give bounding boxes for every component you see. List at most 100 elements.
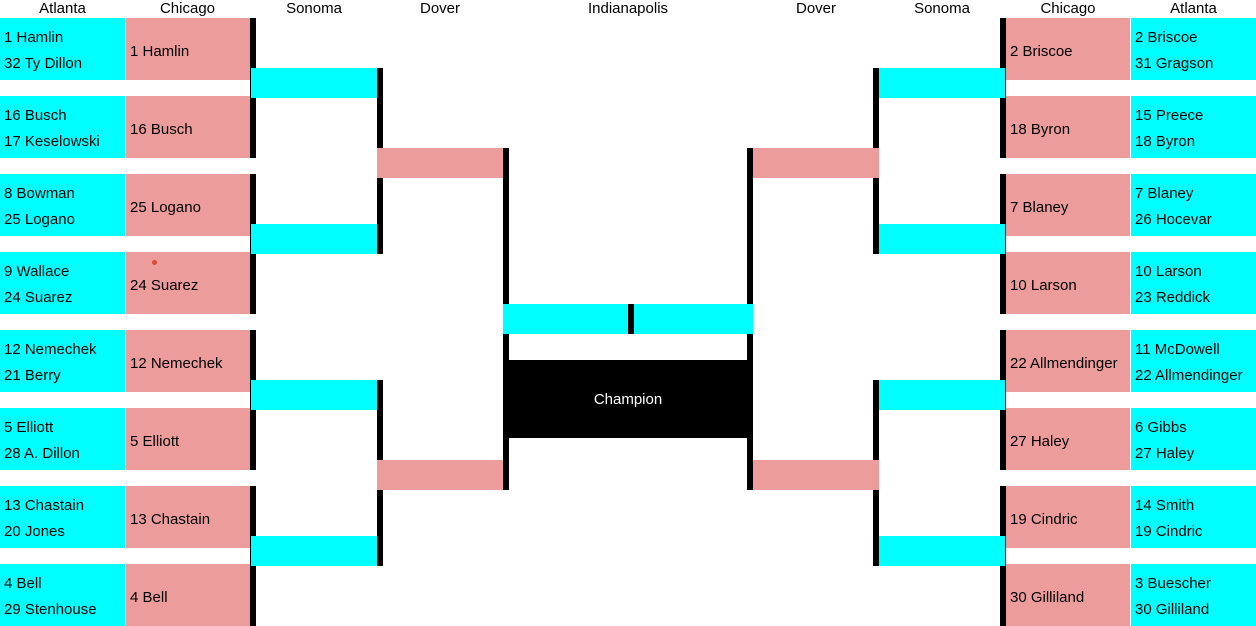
round2-cell-left-6[interactable]: 13 Chastain	[126, 486, 250, 548]
seed-upper: 7 Blaney	[1135, 185, 1194, 202]
round2-winner: 5 Elliott	[130, 433, 180, 450]
round2-winner: 25 Logano	[130, 199, 201, 216]
seed-lower: 24 Suarez	[4, 289, 73, 306]
round4-cell-right-1[interactable]	[753, 460, 879, 490]
final-cell-right[interactable]	[628, 304, 753, 334]
round3-cell-right-0[interactable]	[879, 68, 1005, 98]
seed-lower: 28 A. Dillon	[4, 445, 80, 462]
seed-cell-right-0[interactable]: 2 Briscoe 31 Gragson	[1131, 18, 1256, 80]
column-header-sonoma-2: Sonoma	[286, 0, 342, 17]
round2-winner: 7 Blaney	[1010, 199, 1069, 216]
seed-lower: 32 Ty Dillon	[4, 55, 83, 72]
round3-cell-left-3[interactable]	[251, 536, 377, 566]
round2-winner: 18 Byron	[1010, 121, 1071, 138]
seed-lower: 19 Cindric	[1135, 523, 1203, 540]
seed-lower: 18 Byron	[1135, 133, 1196, 150]
round2-winner: 2 Briscoe	[1010, 43, 1073, 60]
seed-upper: 11 McDowell	[1135, 341, 1220, 358]
seed-cell-left-0[interactable]: 1 Hamlin 32 Ty Dillon	[0, 18, 125, 80]
column-header-chicago-7: Chicago	[1040, 0, 1096, 17]
round2-cell-right-3[interactable]: 10 Larson	[1006, 252, 1130, 314]
seed-upper: 13 Chastain	[4, 497, 85, 514]
round2-winner: 30 Gilliland	[1010, 589, 1085, 606]
seed-lower: 23 Reddick	[1135, 289, 1211, 306]
seed-cell-left-1[interactable]: 16 Busch 17 Keselowski	[0, 96, 125, 158]
seed-upper: 2 Briscoe	[1135, 29, 1198, 46]
seed-upper: 15 Preece	[1135, 107, 1204, 124]
round2-cell-right-1[interactable]: 18 Byron	[1006, 96, 1130, 158]
round2-winner: 12 Nemechek	[130, 355, 223, 372]
seed-lower: 30 Gilliland	[1135, 601, 1210, 618]
seed-cell-right-2[interactable]: 7 Blaney 26 Hocevar	[1131, 174, 1256, 236]
seed-cell-right-7[interactable]: 3 Buescher 30 Gilliland	[1131, 564, 1256, 626]
round2-cell-left-2[interactable]: 25 Logano	[126, 174, 250, 236]
round2-cell-left-5[interactable]: 5 Elliott	[126, 408, 250, 470]
seed-cell-right-1[interactable]: 15 Preece 18 Byron	[1131, 96, 1256, 158]
round3-cell-left-0[interactable]	[251, 68, 377, 98]
champion-box[interactable]: Champion	[503, 360, 753, 438]
seed-cell-right-3[interactable]: 10 Larson 23 Reddick	[1131, 252, 1256, 314]
seed-lower: 21 Berry	[4, 367, 61, 384]
seed-lower: 25 Logano	[4, 211, 75, 228]
round3-cell-right-1[interactable]	[879, 224, 1005, 254]
round3-cell-left-2[interactable]	[251, 380, 377, 410]
round2-cell-right-4[interactable]: 22 Allmendinger	[1006, 330, 1130, 392]
seed-upper: 4 Bell	[4, 575, 42, 592]
final-center-divider	[628, 304, 634, 334]
seed-lower: 22 Allmendinger	[1135, 367, 1243, 384]
round2-cell-right-6[interactable]: 19 Cindric	[1006, 486, 1130, 548]
column-header-dover-3: Dover	[419, 0, 460, 17]
seed-cell-left-7[interactable]: 4 Bell 29 Stenhouse	[0, 564, 125, 626]
round2-cell-right-5[interactable]: 27 Haley	[1006, 408, 1130, 470]
seed-lower: 17 Keselowski	[4, 133, 100, 150]
round2-cell-right-2[interactable]: 7 Blaney	[1006, 174, 1130, 236]
seed-upper: 14 Smith	[1135, 497, 1195, 514]
round2-cell-left-1[interactable]: 16 Busch	[126, 96, 250, 158]
seed-lower: 31 Gragson	[1135, 55, 1214, 72]
seed-upper: 6 Gibbs	[1135, 419, 1187, 436]
seed-cell-right-6[interactable]: 14 Smith 19 Cindric	[1131, 486, 1256, 548]
seed-upper: 16 Busch	[4, 107, 67, 124]
column-header-dover-5: Dover	[795, 0, 836, 17]
column-header-indianapolis-4: Indianapolis	[587, 0, 669, 17]
round2-winner: 1 Hamlin	[130, 43, 190, 60]
round2-winner: 24 Suarez	[130, 277, 199, 294]
round2-cell-left-4[interactable]: 12 Nemechek	[126, 330, 250, 392]
champion-label: Champion	[593, 390, 663, 408]
seed-upper: 1 Hamlin	[4, 29, 64, 46]
round2-cell-left-0[interactable]: 1 Hamlin	[126, 18, 250, 80]
seed-lower: 26 Hocevar	[1135, 211, 1212, 228]
seed-lower: 29 Stenhouse	[4, 601, 97, 618]
cursor-pointer	[152, 260, 157, 265]
round4-cell-right-0[interactable]	[753, 148, 879, 178]
round3-cell-left-1[interactable]	[251, 224, 377, 254]
seed-upper: 5 Elliott	[4, 419, 54, 436]
round2-cell-right-0[interactable]: 2 Briscoe	[1006, 18, 1130, 80]
round4-cell-left-1[interactable]	[377, 460, 503, 490]
column-header-chicago-1: Chicago	[159, 0, 216, 17]
seed-upper: 12 Nemechek	[4, 341, 97, 358]
column-header-sonoma-6: Sonoma	[914, 0, 970, 17]
round3-cell-right-2[interactable]	[879, 380, 1005, 410]
round3-cell-right-3[interactable]	[879, 536, 1005, 566]
round2-cell-right-7[interactable]: 30 Gilliland	[1006, 564, 1130, 626]
round2-winner: 22 Allmendinger	[1010, 355, 1118, 372]
round2-winner: 13 Chastain	[130, 511, 211, 528]
seed-upper: 3 Buescher	[1135, 575, 1211, 592]
seed-cell-left-5[interactable]: 5 Elliott 28 A. Dillon	[0, 408, 125, 470]
seed-cell-right-4[interactable]: 11 McDowell 22 Allmendinger	[1131, 330, 1256, 392]
round2-cell-left-7[interactable]: 4 Bell	[126, 564, 250, 626]
seed-cell-left-4[interactable]: 12 Nemechek 21 Berry	[0, 330, 125, 392]
round2-winner: 19 Cindric	[1010, 511, 1078, 528]
round2-winner: 4 Bell	[130, 589, 168, 606]
final-cell-left[interactable]	[503, 304, 628, 334]
round2-cell-left-3[interactable]: 24 Suarez	[126, 252, 250, 314]
seed-upper: 8 Bowman	[4, 185, 75, 202]
round4-cell-left-0[interactable]	[377, 148, 503, 178]
seed-cell-left-2[interactable]: 8 Bowman 25 Logano	[0, 174, 125, 236]
seed-upper: 10 Larson	[1135, 263, 1202, 280]
